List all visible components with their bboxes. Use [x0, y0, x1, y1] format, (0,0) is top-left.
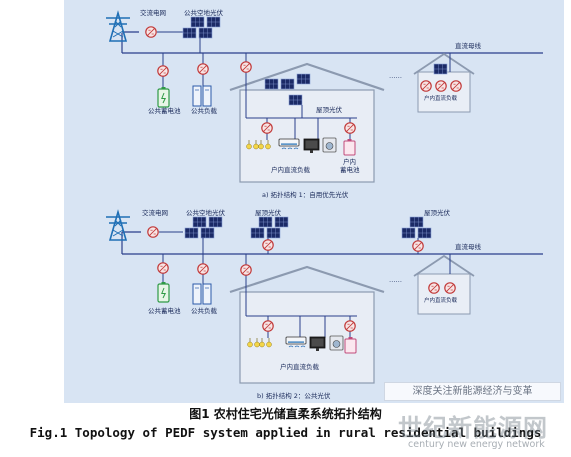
small-house-icon — [413, 255, 475, 315]
indoor-battery-label-2: 蓄电池 — [340, 165, 360, 174]
public-load-label: 公共负载 — [191, 306, 218, 315]
ellipsis: …… — [389, 276, 402, 284]
public-pv-array — [182, 16, 221, 39]
grid-label: 交流电网 — [140, 8, 166, 17]
topology-a — [105, 12, 543, 183]
watermark-url: century new energy network — [408, 439, 545, 450]
roof-pv-label: 屋顶光伏 — [316, 105, 343, 114]
public-load-icon — [192, 283, 212, 305]
converter-icon — [444, 282, 456, 294]
grid-tower-icon — [105, 12, 131, 42]
converter-icon — [344, 122, 356, 134]
converter-icon — [157, 65, 169, 77]
converter-icon — [344, 320, 356, 332]
public-battery-icon — [157, 281, 170, 303]
converter-icon — [412, 240, 424, 252]
indoor-battery-icon — [344, 336, 357, 354]
converter-icon — [420, 80, 432, 92]
dc-bus-label: 直流母线 — [455, 242, 482, 251]
grid-tower-icon — [105, 211, 131, 241]
watermark-brand: 世纪新能源网 — [398, 414, 548, 442]
converter-icon — [435, 80, 447, 92]
roof-pv-array — [250, 216, 289, 239]
figure-caption-cn: 图1 农村住宅光储直柔系统拓扑结构 — [189, 407, 382, 421]
converter-icon — [197, 263, 209, 275]
roof-pv-label-2: 屋顶光伏 — [424, 208, 451, 217]
public-battery-label: 公共蓄电池 — [148, 106, 181, 115]
public-load-icon — [192, 85, 212, 107]
roof-pv-label: 屋顶光伏 — [255, 208, 282, 217]
converter-icon — [262, 239, 274, 251]
converter-icon — [428, 282, 440, 294]
converter-icon — [157, 262, 169, 274]
public-pv-label: 公共空地光伏 — [184, 8, 224, 17]
sub-caption-b: b) 拓扑结构 2：公共光伏 — [257, 391, 331, 400]
sub-caption-a: a) 拓扑结构 1：自用优先光伏 — [262, 190, 349, 199]
inverter-icon — [147, 226, 159, 238]
house-outline — [229, 62, 385, 183]
washer-icon — [322, 137, 337, 153]
indoor-battery-label-1: 户内 — [343, 157, 356, 166]
converter-icon — [240, 264, 252, 276]
public-load-label: 公共负载 — [191, 106, 218, 115]
small-house-label: 户内直流负载 — [424, 94, 458, 102]
public-pv-label: 公共空地光伏 — [186, 208, 226, 217]
dc-bus-label: 直流母线 — [455, 41, 482, 50]
indoor-battery-icon — [343, 138, 356, 156]
public-pv-array — [184, 216, 223, 239]
converter-icon — [262, 320, 274, 332]
inverter-icon — [145, 26, 157, 38]
topology-b — [105, 211, 543, 384]
washer-icon — [329, 335, 344, 351]
small-roof-pv — [433, 63, 448, 75]
converter-icon — [197, 63, 209, 75]
figure-caption-en: Fig.1 Topology of PEDF system applied in… — [29, 425, 542, 440]
grid-label: 交流电网 — [142, 208, 168, 217]
converter-icon — [240, 61, 252, 73]
public-battery-icon — [157, 86, 170, 108]
public-battery-label: 公共蓄电池 — [148, 306, 181, 315]
roof-pv-array-2 — [401, 216, 432, 239]
converter-icon — [450, 80, 462, 92]
small-house-label: 户内直流负载 — [424, 296, 458, 304]
converter-icon — [261, 122, 273, 134]
indoor-load-label: 户内直流负载 — [271, 165, 311, 174]
indoor-load-label: 户内直流负载 — [280, 362, 320, 371]
ellipsis: …… — [389, 72, 402, 80]
watermark-notice: 深度关注新能源经济与变革 — [384, 382, 561, 401]
